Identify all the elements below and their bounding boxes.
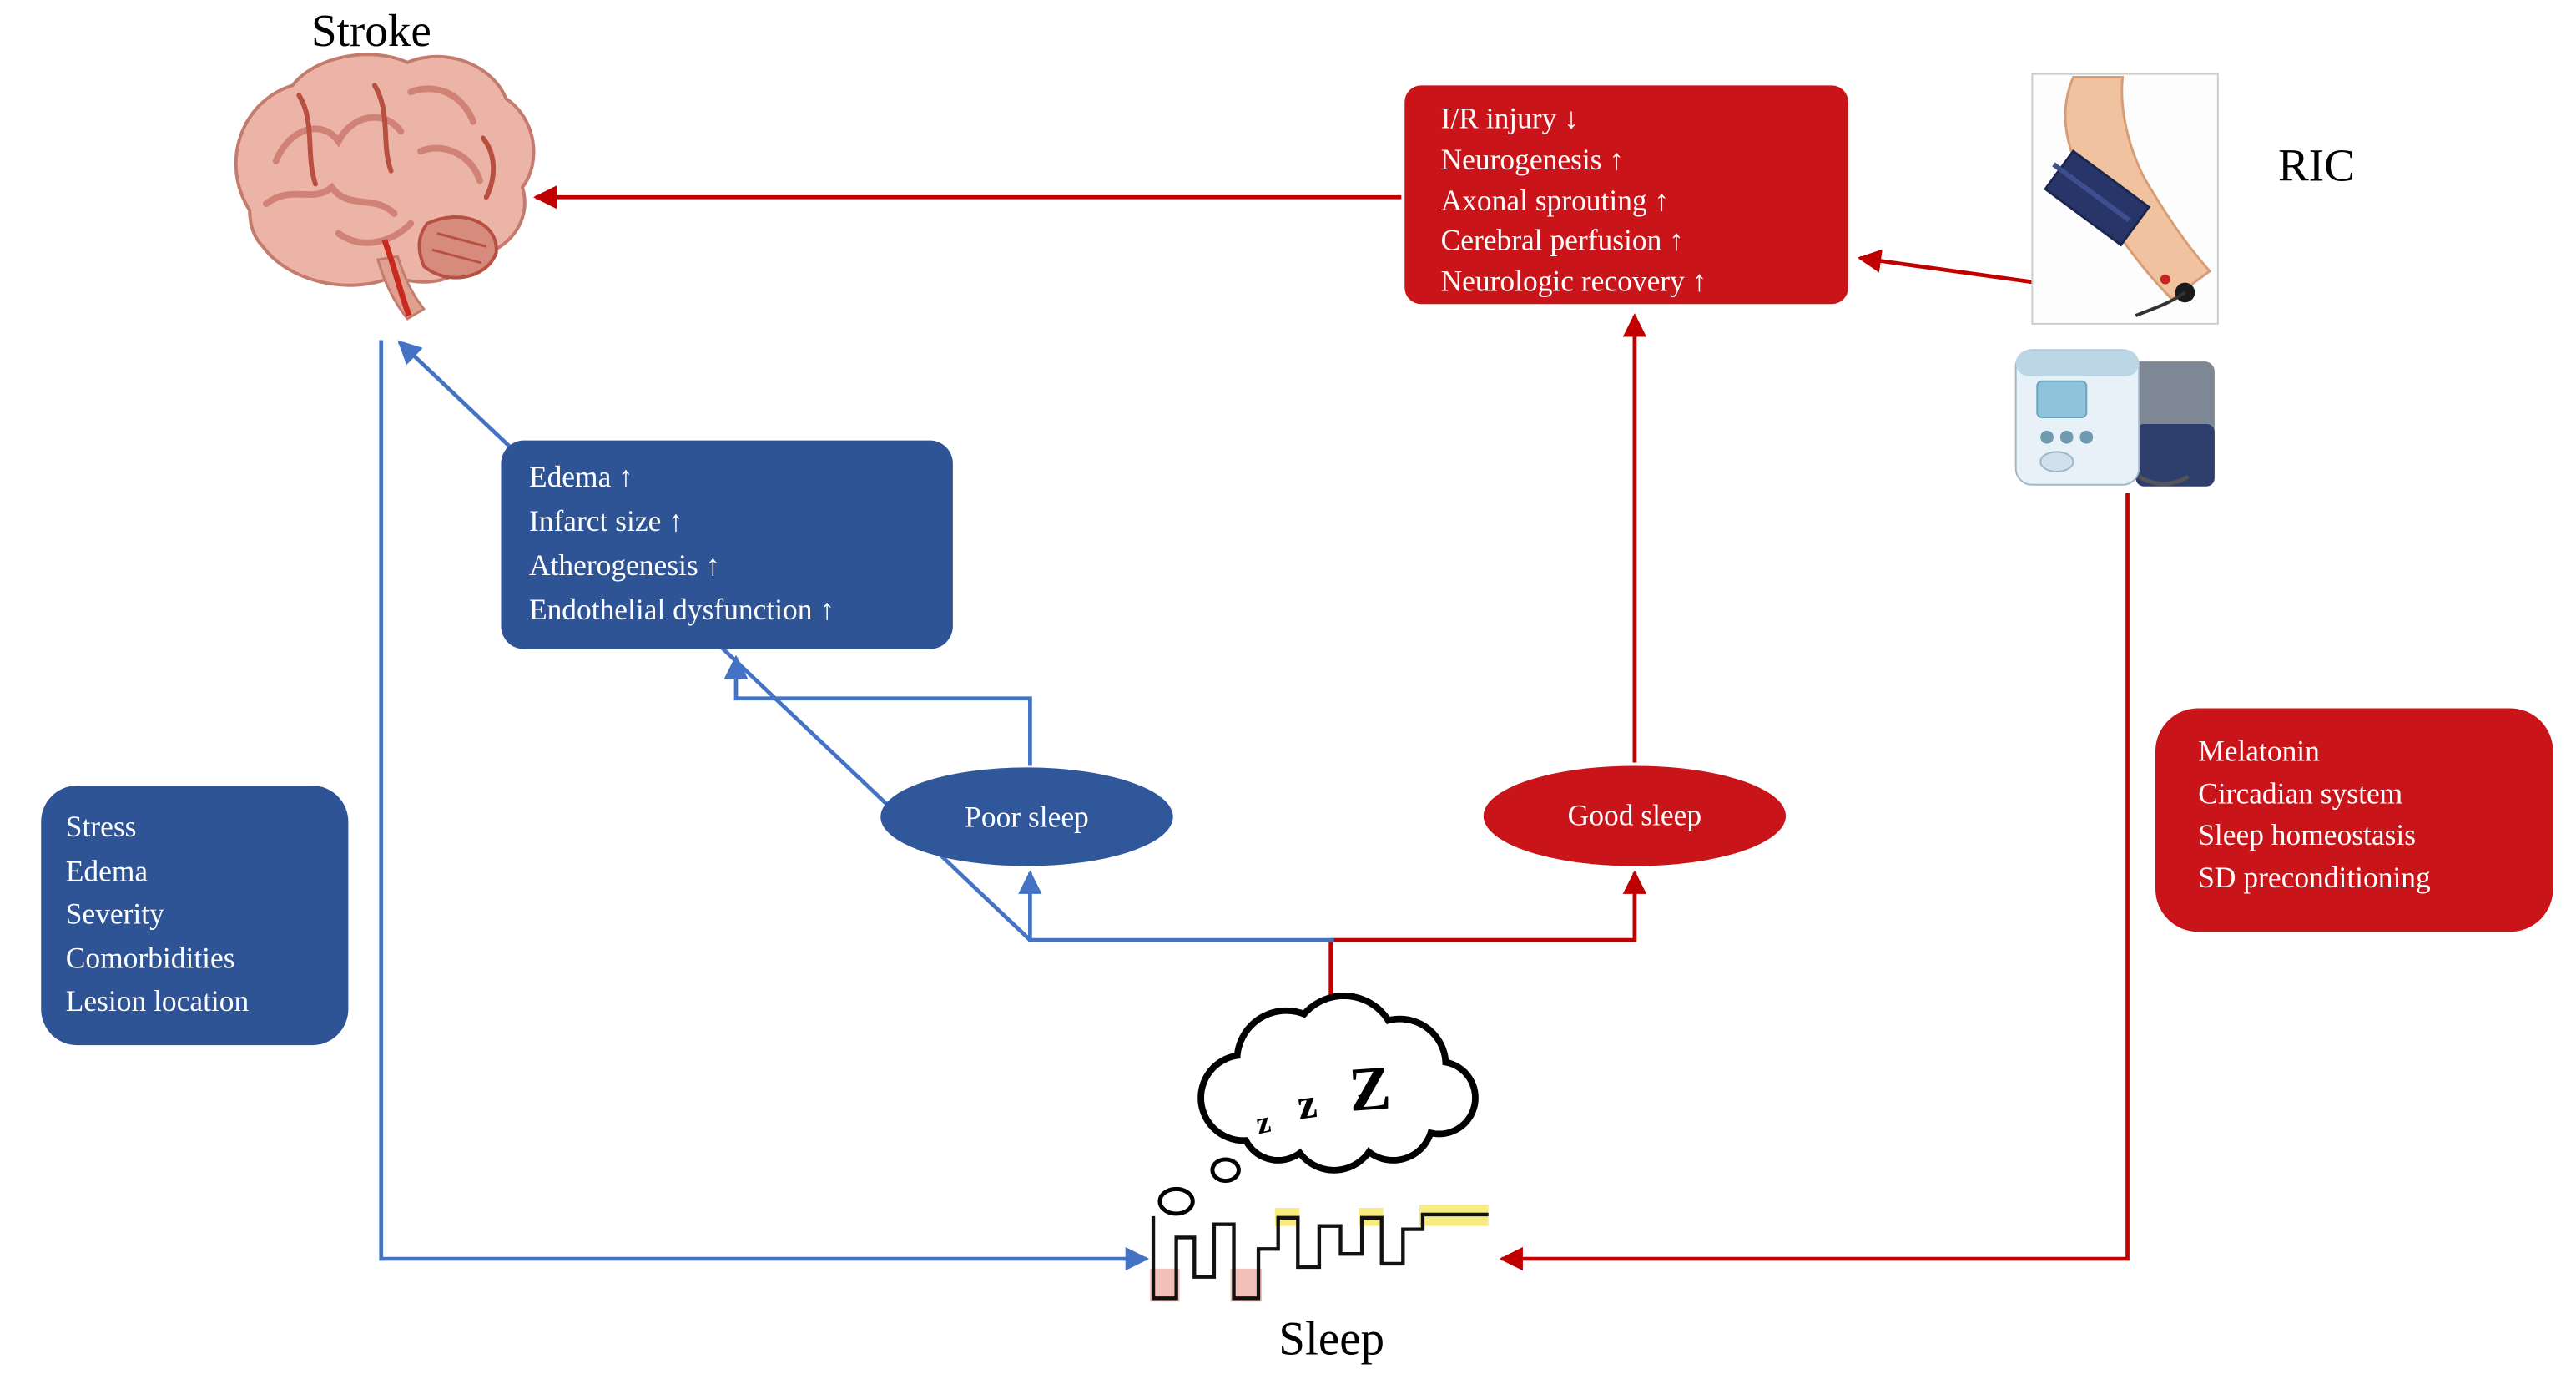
thought-bubble-large xyxy=(1157,1186,1195,1216)
sleep-cloud-illustration: z z Z xyxy=(1157,993,1479,1216)
sleep-title: Sleep xyxy=(1278,1313,1385,1366)
sleep-mechanism-line: SD preconditioning xyxy=(2198,860,2431,894)
ric-effect-line: Axonal sprouting ↑ xyxy=(1440,183,1670,217)
brain-illustration xyxy=(234,53,536,321)
ric-effect-line: Neurogenesis ↑ xyxy=(1440,142,1625,176)
ric-title: RIC xyxy=(2277,141,2355,193)
arrow-ric-cuff-to-effects-box xyxy=(1857,249,2038,285)
ric-effect-line: I/R injury ↓ xyxy=(1440,102,1579,135)
stroke-factor-line: Severity xyxy=(65,897,164,931)
poor-sleep-node: Poor sleep xyxy=(880,767,1173,866)
arrow-poor-sleep-to-effects-box xyxy=(723,654,1032,766)
poor-sleep-effects-box: Edema ↑ Infarct size ↑ Atherogenesis ↑ E… xyxy=(501,440,953,649)
hypnogram-trace xyxy=(1150,1205,1489,1302)
arrow-sleep-to-good-sleep xyxy=(1330,870,1647,942)
ric-arm-cuff-image xyxy=(2031,73,2219,325)
sleep-effect-line: Edema ↑ xyxy=(528,460,633,493)
arrow-ric-device-to-sleep xyxy=(1499,493,2130,1271)
thought-bubble-small xyxy=(1210,1157,1241,1184)
artery-line xyxy=(381,239,412,317)
sleep-mechanisms-box: Melatonin Circadian system Sleep homeost… xyxy=(2155,708,2553,932)
stroke-factors-box: Stress Edema Severity Comorbidities Lesi… xyxy=(41,786,349,1046)
sleep-mechanism-line: Sleep homeostasis xyxy=(2198,818,2417,851)
stroke-title: Stroke xyxy=(310,6,431,58)
arrow-sleep-to-poor-sleep xyxy=(1018,870,1334,942)
ric-effect-line: Cerebral perfusion ↑ xyxy=(1440,224,1684,257)
cloud-z-large: Z xyxy=(1347,1053,1394,1125)
ric-effect-line: Neurologic recovery ↑ xyxy=(1440,265,1707,298)
sleep-mechanism-line: Melatonin xyxy=(2198,735,2320,768)
good-sleep-label: Good sleep xyxy=(1567,798,1702,832)
arrow-stroke-to-sleep xyxy=(379,340,1150,1271)
poor-sleep-label: Poor sleep xyxy=(965,799,1089,833)
sensor-bulb xyxy=(2175,282,2195,303)
sleep-mechanism-line: Circadian system xyxy=(2198,776,2403,810)
sleep-effect-line: Endothelial dysfunction ↑ xyxy=(528,593,835,627)
stroke-factor-line: Comorbidities xyxy=(65,941,235,974)
stroke-factor-line: Stress xyxy=(65,810,137,843)
stroke-factor-line: Lesion location xyxy=(65,984,250,1018)
sleep-effect-line: Infarct size ↑ xyxy=(528,504,683,538)
ric-effects-box: I/R injury ↓ Neurogenesis ↑ Axonal sprou… xyxy=(1404,85,1848,305)
sleep-effect-line: Atherogenesis ↑ xyxy=(528,548,721,582)
stroke-factor-line: Edema xyxy=(65,853,149,887)
ric-device-image xyxy=(2014,349,2215,487)
device-screen xyxy=(2036,380,2088,419)
good-sleep-node: Good sleep xyxy=(1483,765,1787,866)
